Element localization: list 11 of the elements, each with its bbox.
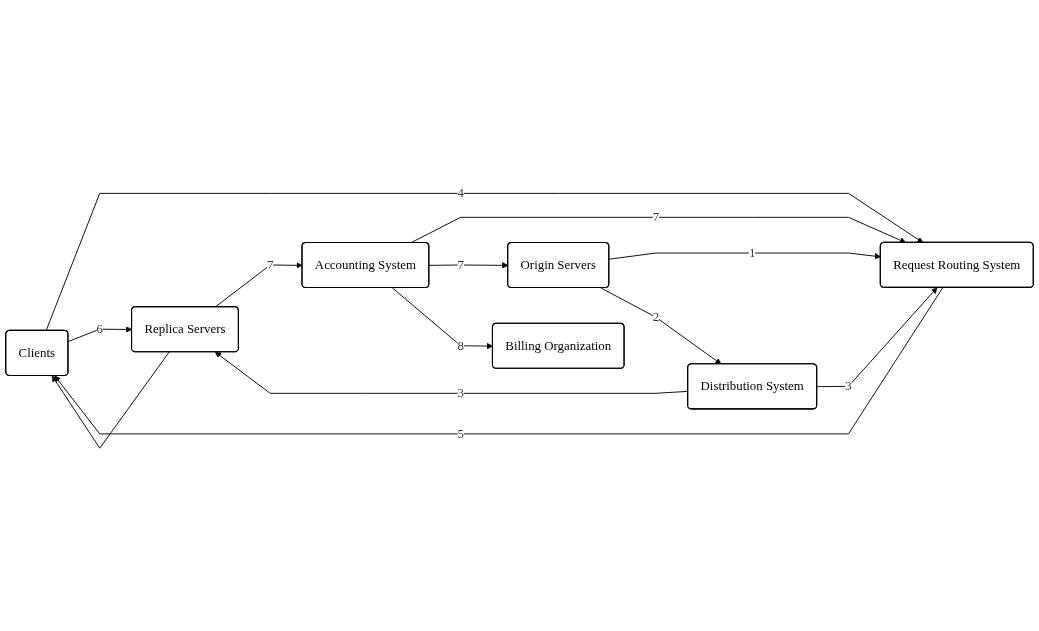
edge-label: 3 <box>845 378 852 393</box>
edge-label: 2 <box>652 309 660 324</box>
edge-label: 7 <box>652 209 660 224</box>
edge-label: 7 <box>266 257 274 272</box>
edge-label: 8 <box>457 337 464 353</box>
edge-label: 3 <box>457 385 464 400</box>
edge-label: 7 <box>457 257 464 272</box>
edge-label: 5 <box>457 425 464 441</box>
edge-label: 1 <box>748 245 756 260</box>
edge-label: 4 <box>457 185 464 200</box>
edge-label: 6 <box>96 321 103 336</box>
